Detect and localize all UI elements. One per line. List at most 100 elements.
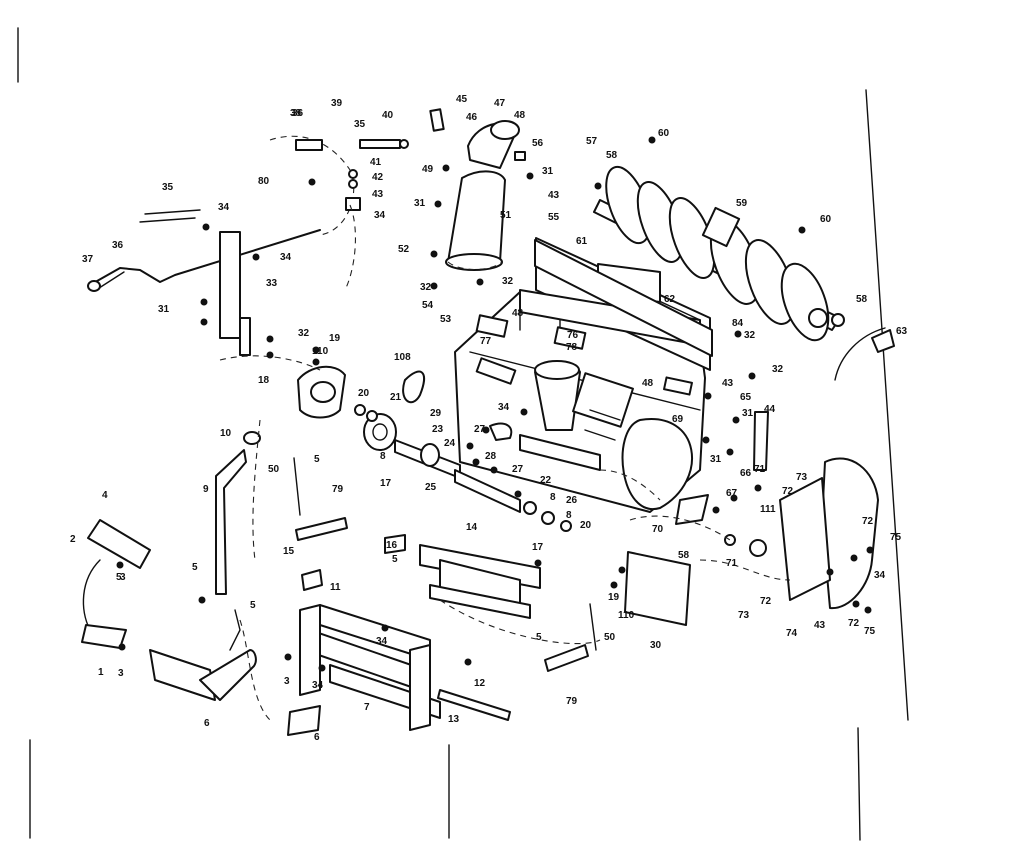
part-callout-22: 22 bbox=[540, 475, 552, 486]
part-callout-32: 32 bbox=[502, 276, 514, 287]
part-callout-36: 36 bbox=[292, 108, 304, 119]
auger-housing bbox=[454, 291, 706, 513]
chute-crank bbox=[87, 135, 409, 356]
part-callout-2: 2 bbox=[70, 534, 76, 545]
part-callout-61: 61 bbox=[576, 236, 588, 247]
part-callout-34: 34 bbox=[376, 636, 388, 647]
part-callout-41: 41 bbox=[370, 157, 382, 168]
part-callout-43: 43 bbox=[372, 189, 384, 200]
part-callout-73: 73 bbox=[738, 610, 750, 621]
part-callout-5: 5 bbox=[116, 572, 122, 583]
part-callout-60: 60 bbox=[658, 128, 670, 139]
part-callout-16: 16 bbox=[386, 540, 398, 551]
part-callout-34: 34 bbox=[280, 252, 292, 263]
part-callout-28: 28 bbox=[485, 451, 497, 462]
part-callout-17: 17 bbox=[532, 542, 544, 553]
part-callout-8: 8 bbox=[566, 510, 572, 521]
part-callout-43: 43 bbox=[814, 620, 826, 631]
part-callout-58: 58 bbox=[856, 294, 868, 305]
part-callout-14: 14 bbox=[466, 522, 478, 533]
part-callout-110: 110 bbox=[312, 346, 329, 357]
part-callout-75: 75 bbox=[864, 626, 876, 637]
part-callout-27: 27 bbox=[512, 464, 524, 475]
part-callout-34: 34 bbox=[498, 402, 510, 413]
part-callout-11: 11 bbox=[330, 582, 341, 593]
part-callout-6: 6 bbox=[204, 718, 210, 729]
part-callout-32: 32 bbox=[298, 328, 310, 339]
part-callout-54: 54 bbox=[422, 300, 434, 311]
part-callout-63: 63 bbox=[896, 326, 908, 337]
part-callout-7: 7 bbox=[364, 702, 370, 713]
part-callout-78: 78 bbox=[566, 342, 578, 353]
assembly-guide-lines bbox=[219, 204, 791, 721]
part-callout-84: 84 bbox=[732, 318, 744, 329]
part-callout-19: 19 bbox=[329, 333, 341, 344]
part-callout-43: 43 bbox=[722, 378, 734, 389]
part-callout-8: 8 bbox=[550, 492, 556, 503]
part-callout-13: 13 bbox=[448, 714, 460, 725]
auger-assembly bbox=[593, 165, 845, 342]
part-callout-35: 35 bbox=[354, 119, 366, 130]
part-callout-40: 40 bbox=[382, 110, 394, 121]
part-callout-76: 76 bbox=[567, 330, 579, 341]
part-callout-10: 10 bbox=[220, 428, 232, 439]
part-callout-31: 31 bbox=[710, 454, 722, 465]
side-plate bbox=[624, 411, 879, 626]
part-callout-50: 50 bbox=[604, 632, 616, 643]
part-callout-48: 48 bbox=[512, 308, 524, 319]
part-callout-52: 52 bbox=[398, 244, 410, 255]
part-callouts: 1233345555556678889101112131415161717181… bbox=[70, 94, 908, 743]
part-callout-62: 62 bbox=[664, 294, 676, 305]
part-callout-47: 47 bbox=[494, 98, 506, 109]
part-callout-24: 24 bbox=[444, 438, 456, 449]
part-callout-32: 32 bbox=[772, 364, 784, 375]
part-callout-79: 79 bbox=[332, 484, 344, 495]
part-callout-57: 57 bbox=[586, 136, 598, 147]
part-callout-25: 25 bbox=[425, 482, 437, 493]
part-callout-55: 55 bbox=[548, 212, 560, 223]
part-callout-80: 80 bbox=[258, 176, 270, 187]
part-callout-6: 6 bbox=[314, 732, 320, 743]
part-callout-110: 110 bbox=[618, 610, 635, 621]
part-callout-5: 5 bbox=[192, 562, 198, 573]
part-callout-44: 44 bbox=[764, 404, 776, 415]
part-callout-31: 31 bbox=[742, 408, 754, 419]
part-callout-8: 8 bbox=[380, 451, 386, 462]
part-callout-73: 73 bbox=[796, 472, 808, 483]
part-callout-74: 74 bbox=[786, 628, 798, 639]
part-callout-72: 72 bbox=[862, 516, 874, 527]
part-callout-75: 75 bbox=[890, 532, 902, 543]
part-callout-30: 30 bbox=[650, 640, 662, 651]
part-callout-29: 29 bbox=[430, 408, 442, 419]
part-callout-35: 35 bbox=[162, 182, 174, 193]
part-callout-34: 34 bbox=[218, 202, 230, 213]
scraper-bar bbox=[534, 239, 713, 357]
part-callout-32: 32 bbox=[744, 330, 756, 341]
part-callout-66: 66 bbox=[740, 468, 752, 479]
part-callout-111: 111 bbox=[760, 504, 776, 515]
part-callout-34: 34 bbox=[874, 570, 886, 581]
part-callout-20: 20 bbox=[580, 520, 592, 531]
part-callout-56: 56 bbox=[532, 138, 544, 149]
part-callout-71: 71 bbox=[726, 558, 738, 569]
part-callout-37: 37 bbox=[82, 254, 94, 265]
part-callout-32: 32 bbox=[420, 282, 432, 293]
part-callout-17: 17 bbox=[380, 478, 392, 489]
part-callout-36: 36 bbox=[112, 240, 124, 251]
part-callout-79: 79 bbox=[566, 696, 578, 707]
part-callout-48: 48 bbox=[514, 110, 526, 121]
part-callout-12: 12 bbox=[474, 678, 486, 689]
part-callout-39: 39 bbox=[331, 98, 343, 109]
drive-pulley-assembly bbox=[297, 365, 572, 532]
part-callout-42: 42 bbox=[372, 172, 384, 183]
part-callout-43: 43 bbox=[548, 190, 560, 201]
part-callout-48: 48 bbox=[642, 378, 654, 389]
part-callout-38: 38 bbox=[290, 108, 302, 119]
part-callout-5: 5 bbox=[250, 600, 256, 611]
part-callout-3: 3 bbox=[284, 676, 290, 687]
lift-handle-assembly bbox=[81, 431, 321, 736]
scan-border-lines bbox=[17, 27, 909, 841]
part-callout-69: 69 bbox=[672, 414, 684, 425]
hitch-frame bbox=[293, 457, 597, 731]
